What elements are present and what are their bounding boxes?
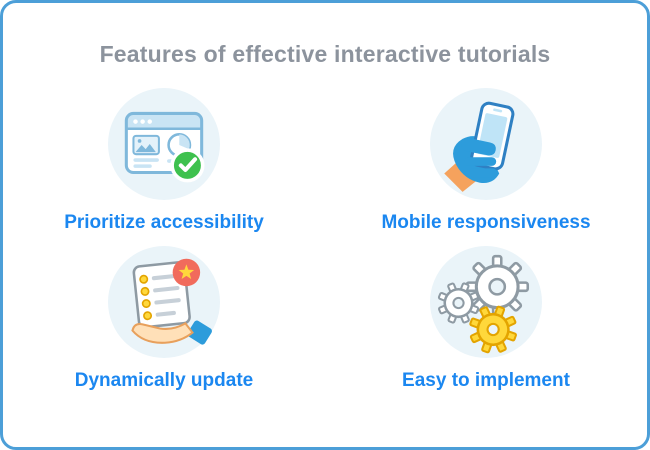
sleeve-icon (187, 320, 212, 345)
open-hand-icon (131, 322, 194, 344)
feature-dynamically-update: Dynamically update (75, 246, 253, 392)
icon-circle (107, 246, 220, 358)
hand-holding-phone-icon (444, 101, 515, 192)
feature-label: Dynamically update (74, 370, 254, 391)
small-gear-icon (437, 282, 480, 324)
page-title: Features of effective interactive tutori… (99, 41, 551, 67)
icon-circle (108, 88, 220, 200)
feature-prioritize-accessibility: Prioritize accessibility (64, 88, 264, 234)
icon-circle (429, 88, 542, 200)
feature-label: Prioritize accessibility (64, 212, 264, 233)
features-grid: Prioritize accessibility (3, 88, 647, 392)
checklist-star-hand-icon (131, 258, 212, 345)
icon-circle (429, 246, 542, 358)
feature-label: Mobile responsiveness (381, 212, 591, 233)
yellow-gear-icon (469, 305, 517, 354)
thumb-icon (461, 138, 496, 156)
feature-easy-to-implement: Easy to implement (402, 246, 570, 392)
feature-mobile-responsiveness: Mobile responsiveness (381, 88, 591, 234)
gears-icon (437, 254, 530, 354)
browser-checkmark-icon (124, 111, 205, 183)
star-icon (178, 264, 195, 280)
feature-label: Easy to implement (402, 370, 570, 391)
checkmark-icon (178, 157, 198, 172)
